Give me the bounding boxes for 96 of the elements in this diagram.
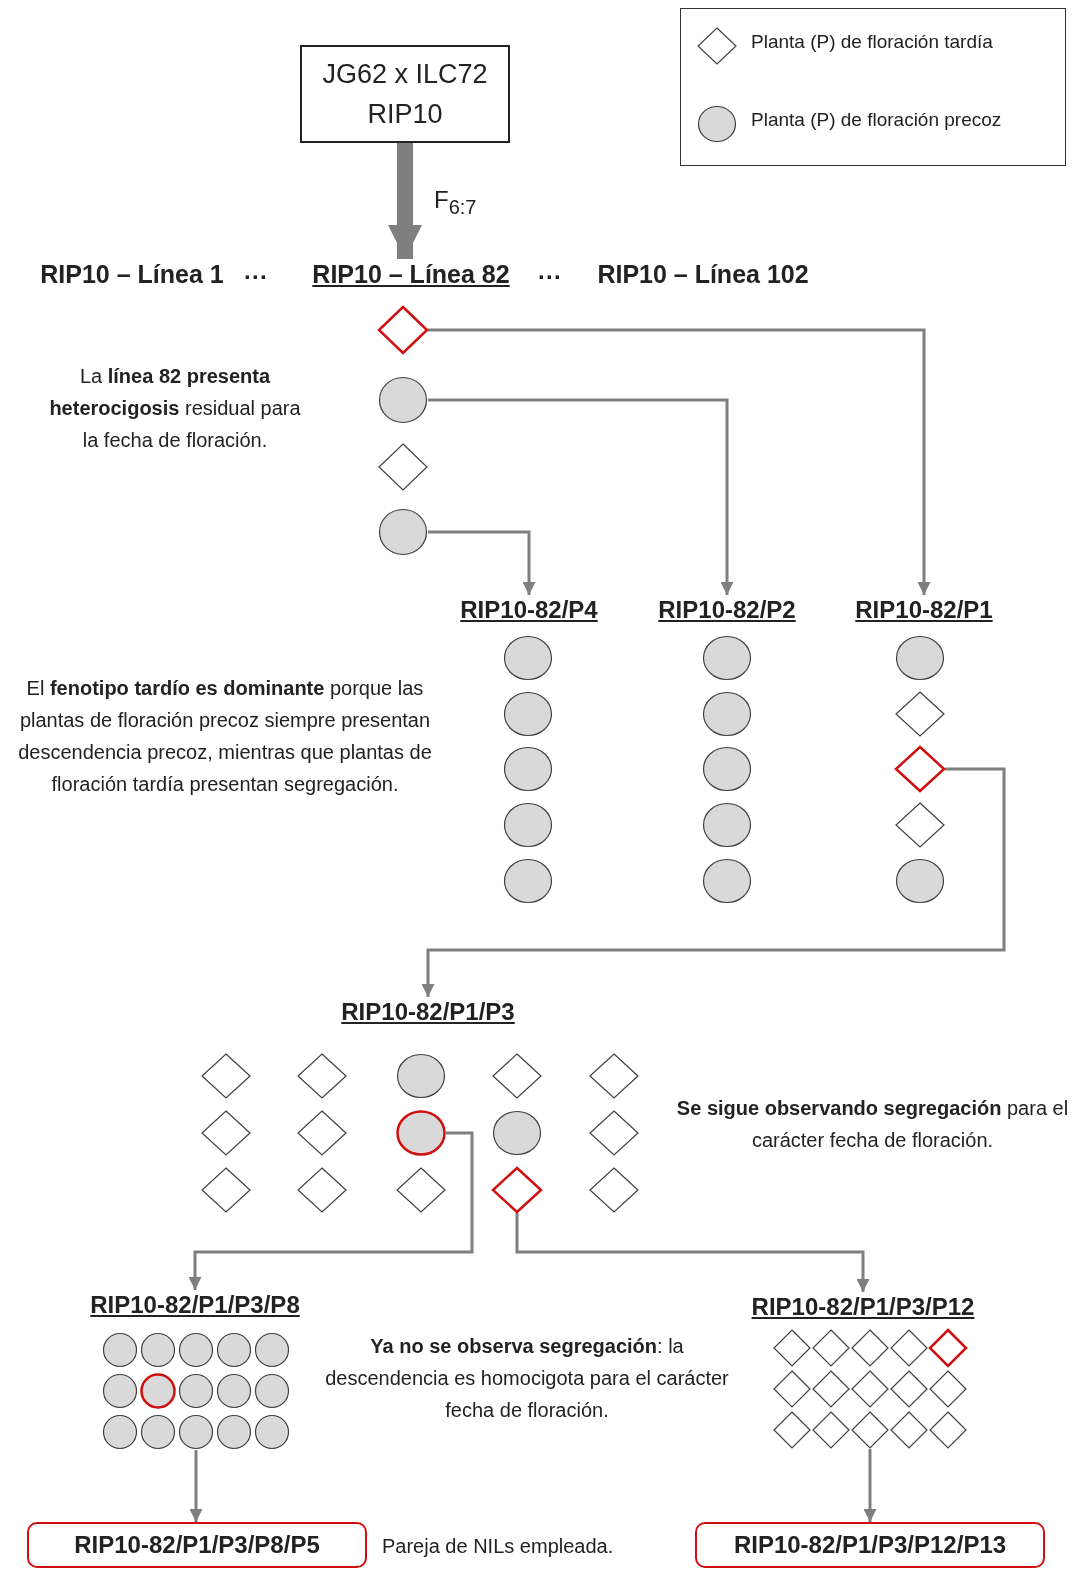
plant-circle bbox=[178, 1332, 214, 1368]
plant-diamond bbox=[895, 802, 945, 848]
line-heading: RIP10-82/P4 bbox=[444, 595, 614, 625]
ellipsis: ··· bbox=[243, 262, 269, 292]
plant-diamond bbox=[890, 1329, 928, 1367]
plant-diamond bbox=[929, 1370, 967, 1408]
note-text: El fenotipo tardío es dominante porque las plantas de floración precoz siempre presentan descendencia precoz, mientras que plantas de floración tardía presentan segregación. bbox=[17, 676, 433, 797]
plant-diamond bbox=[812, 1411, 850, 1449]
line-heading: RIP10 – Línea 82 bbox=[293, 259, 529, 293]
note-text: Pareja de NILs empleada. bbox=[382, 1534, 615, 1559]
plant-circle bbox=[216, 1373, 252, 1409]
plant-circle bbox=[178, 1373, 214, 1409]
plant-diamond bbox=[773, 1411, 811, 1449]
note-text: La línea 82 presenta heterocigosis residual para la fecha de floración. bbox=[48, 364, 302, 453]
plant-circle bbox=[895, 635, 945, 681]
line-name-box: RIP10-82/P1/P3/P12/P13 bbox=[695, 1522, 1045, 1568]
plant-circle bbox=[702, 802, 752, 848]
arrow bbox=[428, 530, 536, 595]
plant-diamond bbox=[297, 1110, 347, 1156]
plant-diamond bbox=[297, 1053, 347, 1099]
plant-circle bbox=[102, 1373, 138, 1409]
arrow bbox=[428, 328, 931, 595]
arrow bbox=[189, 1450, 203, 1522]
arrow bbox=[428, 398, 734, 595]
plant-diamond bbox=[929, 1411, 967, 1449]
arrow bbox=[188, 1131, 474, 1290]
plant-diamond bbox=[851, 1329, 889, 1367]
plant-diamond bbox=[773, 1370, 811, 1408]
line-heading: RIP10 – Línea 102 bbox=[578, 259, 828, 293]
plant-diamond bbox=[201, 1110, 251, 1156]
line-heading: RIP10-82/P1/P3/P8 bbox=[65, 1290, 325, 1320]
plant-circle bbox=[254, 1373, 290, 1409]
plant-circle bbox=[396, 1053, 446, 1099]
plant-circle bbox=[102, 1332, 138, 1368]
plant-circle bbox=[140, 1414, 176, 1450]
population-label: JG62 x ILC72 bbox=[322, 58, 488, 91]
plant-diamond bbox=[773, 1329, 811, 1367]
line-heading: RIP10-82/P1 bbox=[839, 595, 1009, 625]
plant-diamond bbox=[890, 1370, 928, 1408]
plant-circle bbox=[503, 691, 553, 737]
plant-diamond bbox=[297, 1167, 347, 1213]
plant-circle bbox=[378, 376, 428, 424]
plant-circle bbox=[140, 1332, 176, 1368]
plant-circle bbox=[216, 1332, 252, 1368]
plant-circle bbox=[895, 858, 945, 904]
plant-diamond bbox=[492, 1167, 542, 1213]
plant-circle bbox=[396, 1110, 446, 1156]
plant-circle bbox=[254, 1332, 290, 1368]
line-heading: RIP10-82/P2 bbox=[642, 595, 812, 625]
legend-text: Planta (P) de floración precoz bbox=[751, 109, 1002, 131]
plant-circle bbox=[178, 1414, 214, 1450]
plant-circle bbox=[702, 691, 752, 737]
plant-circle bbox=[503, 802, 553, 848]
plant-diamond bbox=[895, 691, 945, 737]
plant-diamond bbox=[378, 443, 428, 491]
note-text: Se sigue observando segregación para el carácter fecha de floración. bbox=[675, 1096, 1070, 1153]
plant-circle bbox=[503, 746, 553, 792]
plant-diamond bbox=[890, 1411, 928, 1449]
plant-circle bbox=[102, 1414, 138, 1450]
line-heading: RIP10-82/P1/P3/P12 bbox=[723, 1292, 1003, 1322]
ellipsis: ··· bbox=[537, 262, 563, 292]
plant-circle bbox=[702, 858, 752, 904]
plant-circle bbox=[702, 635, 752, 681]
plant-diamond bbox=[851, 1411, 889, 1449]
plant-diamond bbox=[589, 1167, 639, 1213]
plant-circle bbox=[503, 858, 553, 904]
plant-circle bbox=[140, 1373, 176, 1409]
population-label: RIP10 bbox=[367, 98, 443, 131]
plant-diamond bbox=[812, 1329, 850, 1367]
plant-circle bbox=[702, 746, 752, 792]
legend-text: Planta (P) de floración tardía bbox=[751, 31, 993, 53]
plant-diamond bbox=[589, 1110, 639, 1156]
arrow bbox=[515, 1213, 870, 1292]
plant-circle bbox=[216, 1414, 252, 1450]
plant-diamond bbox=[378, 306, 428, 354]
arrow bbox=[388, 143, 422, 259]
line-heading: RIP10-82/P1/P3 bbox=[318, 997, 538, 1027]
plant-diamond bbox=[851, 1370, 889, 1408]
plant-diamond bbox=[589, 1053, 639, 1099]
plant-diamond bbox=[895, 746, 945, 792]
line-heading: RIP10 – Línea 1 bbox=[22, 259, 242, 293]
plant-diamond bbox=[396, 1167, 446, 1213]
plant-diamond bbox=[929, 1329, 967, 1367]
plant-diamond bbox=[812, 1370, 850, 1408]
line-name-box: RIP10-82/P1/P3/P8/P5 bbox=[27, 1522, 367, 1568]
plant-diamond bbox=[201, 1167, 251, 1213]
arrow bbox=[863, 1449, 877, 1522]
arrow bbox=[421, 767, 1006, 997]
plant-diamond bbox=[201, 1053, 251, 1099]
plant-circle bbox=[378, 508, 428, 556]
plant-circle bbox=[503, 635, 553, 681]
plant-circle bbox=[254, 1414, 290, 1450]
plant-circle bbox=[492, 1110, 542, 1156]
plant-diamond bbox=[492, 1053, 542, 1099]
cross-box bbox=[300, 45, 510, 143]
note-text: Ya no se observa segregación: la descendencia es homocigota para el carácter fecha de floración. bbox=[325, 1334, 729, 1423]
